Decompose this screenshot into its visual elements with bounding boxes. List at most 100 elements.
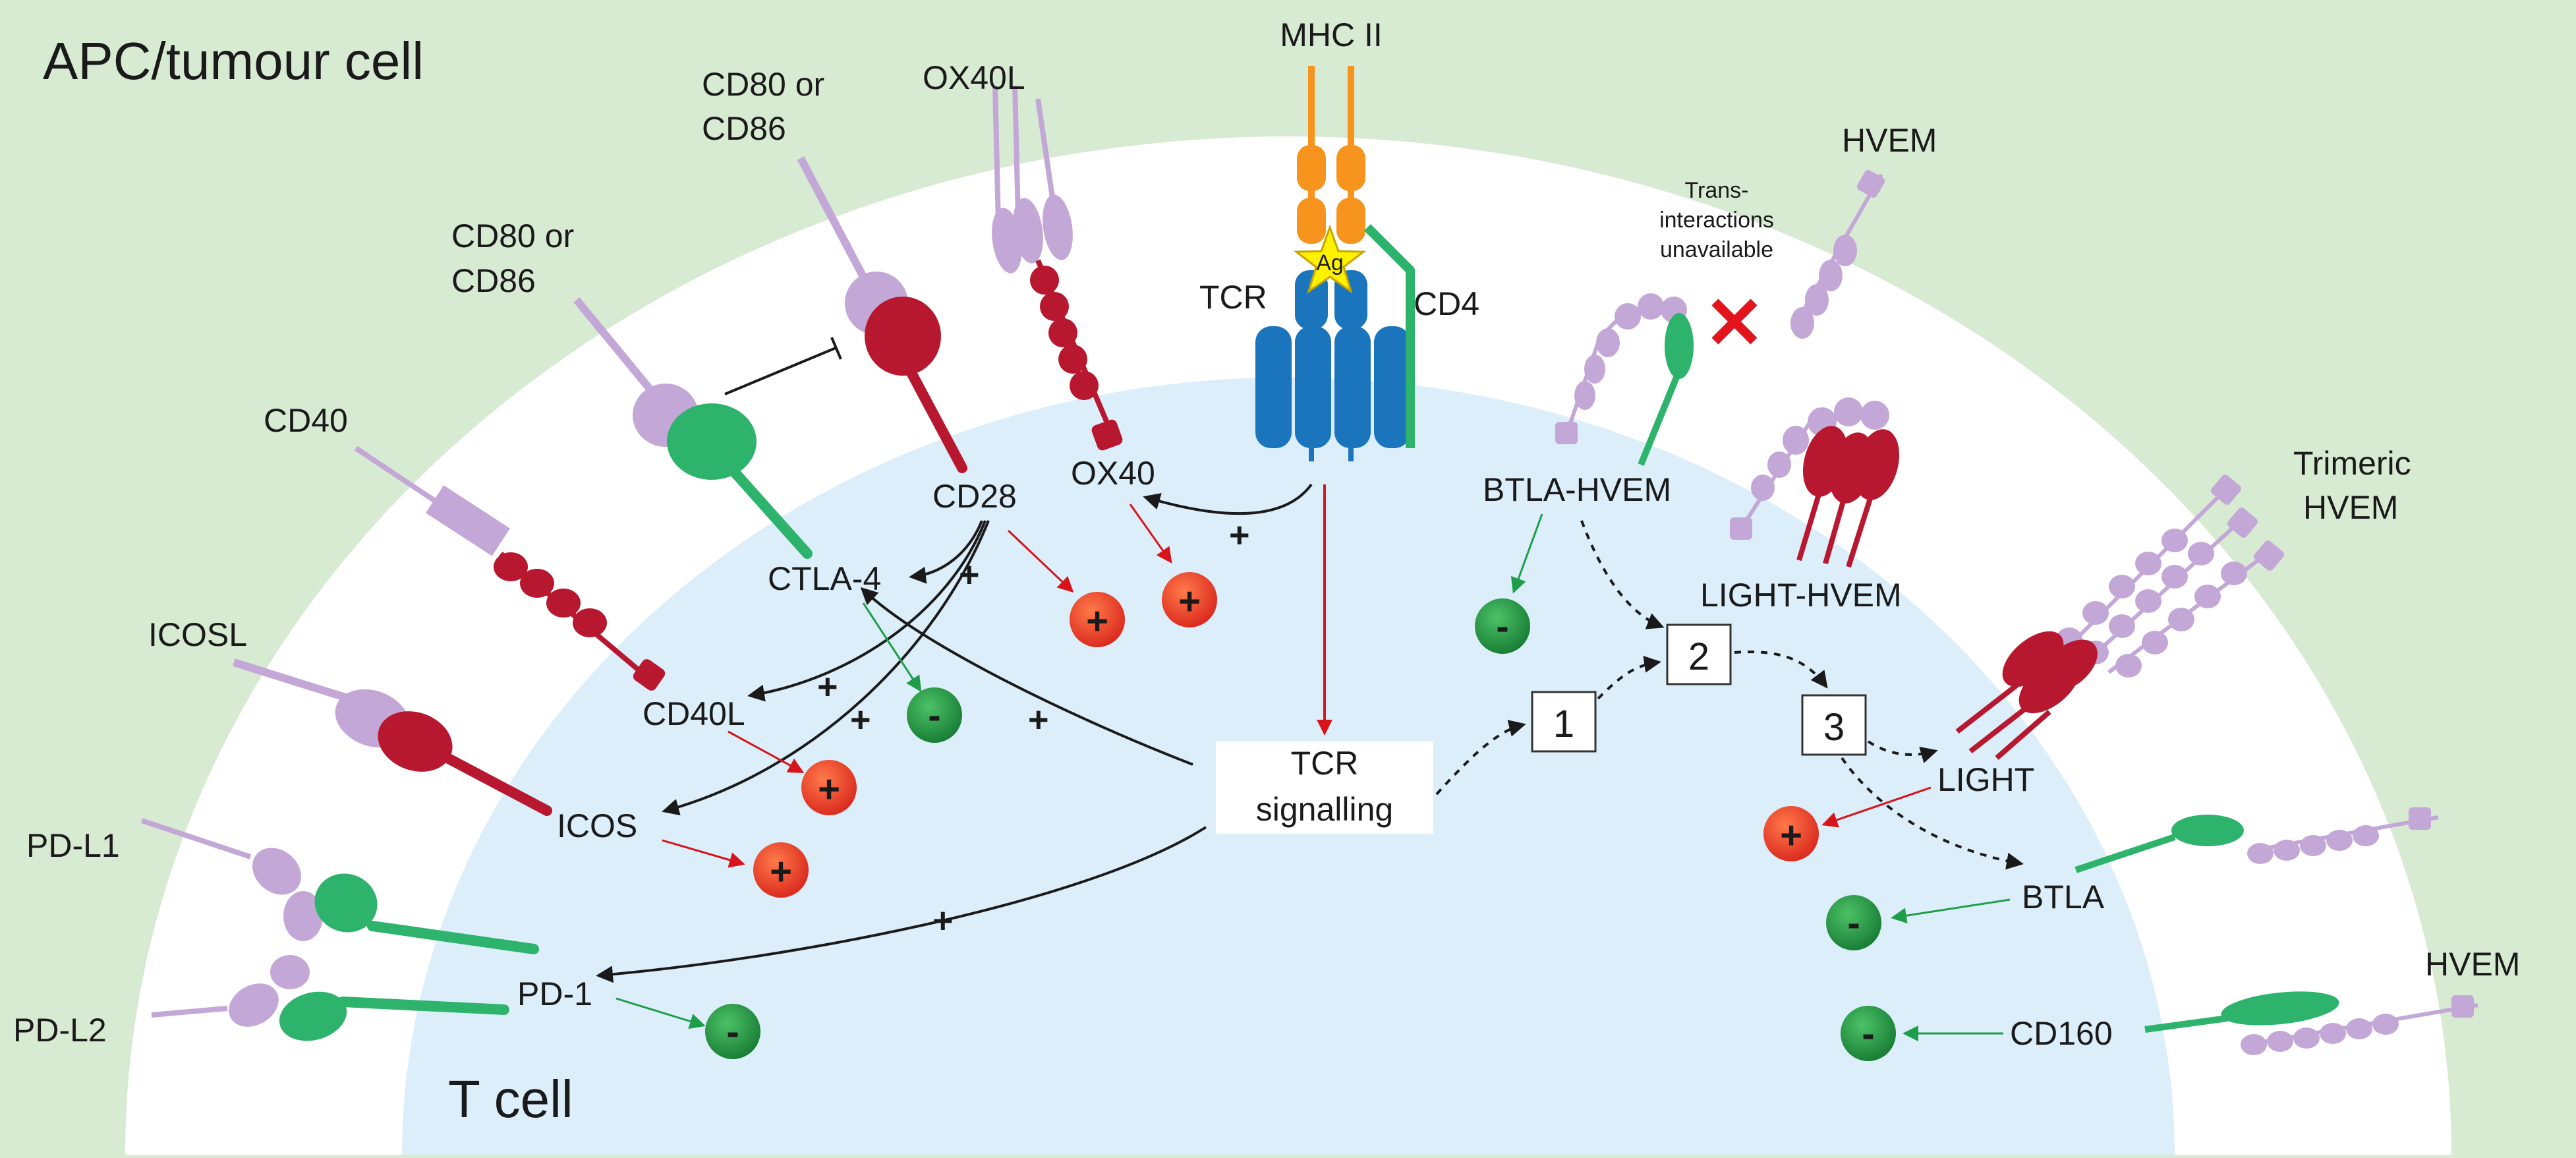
minus-badge-btla: - (1826, 895, 1881, 950)
unavailable-cross-icon: ✕ (1704, 283, 1765, 364)
trans-line3: unavailable (1660, 237, 1773, 262)
svg-text:-: - (1862, 1012, 1874, 1055)
cd80-cd86-b-line1: CD80 or (451, 217, 574, 254)
mhc2-label: MHC II (1280, 16, 1383, 53)
svg-text:+: + (818, 768, 840, 811)
svg-text:2: 2 (1688, 635, 1709, 678)
cd80-cd86-a-line1: CD80 or (702, 66, 824, 103)
trimeric-line2: HVEM (2303, 489, 2398, 526)
ox40l-label: OX40L (923, 59, 1025, 96)
cd40l-label: CD40L (643, 695, 745, 732)
trans-line2: interactions (1659, 208, 1774, 233)
icos-outcome-arrow (662, 839, 745, 868)
pdl1-label: PD-L1 (26, 827, 120, 864)
pdl2-ligand (151, 955, 310, 1027)
ctla4-receptor (667, 403, 813, 559)
t-cell-title: T cell (448, 1070, 573, 1128)
btla-hvem-label: BTLA-HVEM (1483, 471, 1671, 508)
trans-line1: Trans- (1685, 178, 1749, 203)
pdl1-ligand (140, 818, 323, 941)
icos-label: ICOS (557, 807, 637, 844)
plus-badge-light: + (1763, 806, 1819, 861)
pd1-receptor-a (314, 873, 539, 954)
flow-btla-hvem-to-step2 (1580, 520, 1665, 629)
btla-label: BTLA (2022, 879, 2105, 915)
ox40-outcome-arrow (1129, 504, 1172, 564)
tcr-signalling-line1: TCR (1291, 745, 1359, 782)
svg-text:-: - (726, 1010, 739, 1053)
light-hvem-complex (1730, 397, 1900, 568)
flow-step2-to-step3 (1734, 651, 1828, 689)
signalling-to-pd1-arrow (596, 826, 1207, 983)
cd4-coreceptor (1364, 224, 1415, 448)
minus-badge-ctla4: - (907, 687, 962, 743)
hvem-bottom-label: HVEM (2425, 946, 2520, 983)
icos-receptor (378, 711, 552, 816)
pd1-receptor-b (279, 991, 509, 1041)
plus-sign-cd28-ctla4: + (959, 555, 980, 594)
pd1-label: PD-1 (517, 975, 592, 1012)
hvem-top-label: HVEM (1842, 122, 1937, 159)
ox40-receptor (1030, 259, 1123, 451)
tcr-to-ox40-arrow (1143, 483, 1313, 515)
cd160-label: CD160 (2010, 1015, 2113, 1052)
trimeric-hvem-complex (1955, 475, 2284, 761)
tcr-signalling-line2: signalling (1256, 791, 1393, 828)
tcr-label: TCR (1199, 279, 1267, 316)
svg-text:-: - (1847, 902, 1860, 944)
svg-text:+: + (1178, 580, 1201, 623)
mhc2-complex (1297, 66, 1365, 244)
hvem-for-btla (2247, 807, 2439, 864)
plus-sign-sig-pd1: + (932, 901, 954, 941)
svg-text:+: + (1780, 814, 1802, 857)
pdl2-label: PD-L2 (13, 1012, 107, 1049)
inhibition-bar-connector (724, 337, 842, 395)
minus-badge-cd160: - (1841, 1006, 1896, 1061)
hvem-for-cd160 (2241, 995, 2478, 1055)
cd160-receptor (2144, 991, 2339, 1033)
cd28-label: CD28 (932, 478, 1017, 515)
cd28-receptor (865, 297, 967, 473)
ox40-label: OX40 (1071, 455, 1155, 492)
trimeric-line1: Trimeric (2293, 445, 2411, 482)
light-outcome-arrow (1821, 786, 1932, 828)
btla-hvem-outcome-arrow (1510, 513, 1543, 594)
cd40-label: CD40 (264, 402, 348, 439)
hvem-trans (1790, 169, 1885, 339)
minus-badge-btla-hvem: - (1475, 598, 1530, 654)
cd40l-outcome-arrow (728, 730, 805, 773)
antigen-label: Ag (1316, 250, 1344, 275)
tcr-signalling-box (1216, 741, 1433, 834)
cd40-ligand (354, 446, 510, 556)
svg-text:3: 3 (1823, 706, 1845, 749)
plus-sign-cd28-icos: + (850, 700, 871, 739)
cd40l-receptor (494, 551, 666, 691)
light-label: LIGHT (1937, 761, 2034, 798)
apc-title: APC/tumour cell (43, 32, 424, 90)
svg-text:+: + (770, 850, 792, 893)
btla-hvem-cis-complex (1555, 293, 1694, 466)
cd28-outcome-arrow (1007, 529, 1074, 593)
ox40l-ligand (992, 85, 1073, 274)
cd80-cd86-b-line2: CD86 (451, 262, 536, 299)
plus-badge-icos: + (753, 842, 809, 898)
step-box-2: 2 (1666, 623, 1732, 685)
plus-badge-cd28: + (1070, 592, 1125, 647)
svg-text:-: - (928, 694, 940, 737)
cd28-to-icos-arrow (662, 520, 990, 816)
minus-badge-pd1: - (705, 1004, 760, 1059)
flow-signalling-to-step1 (1435, 720, 1526, 796)
light-hvem-label: LIGHT-HVEM (1700, 577, 1902, 614)
svg-text:+: + (1086, 600, 1108, 643)
plus-sign-cd28-cd40l: + (817, 667, 838, 707)
cd28-to-ctla4-arrow (909, 520, 983, 584)
pd1-outcome-arrow (615, 997, 706, 1029)
plus-badge-cd40l: + (801, 760, 857, 815)
plus-sign-tcr-ox40: + (1229, 515, 1250, 555)
step-box-1: 1 (1531, 691, 1597, 753)
svg-text:1: 1 (1553, 703, 1574, 745)
tcr-complex (1255, 270, 1410, 461)
cd28-to-cd40l-arrow (747, 520, 987, 702)
